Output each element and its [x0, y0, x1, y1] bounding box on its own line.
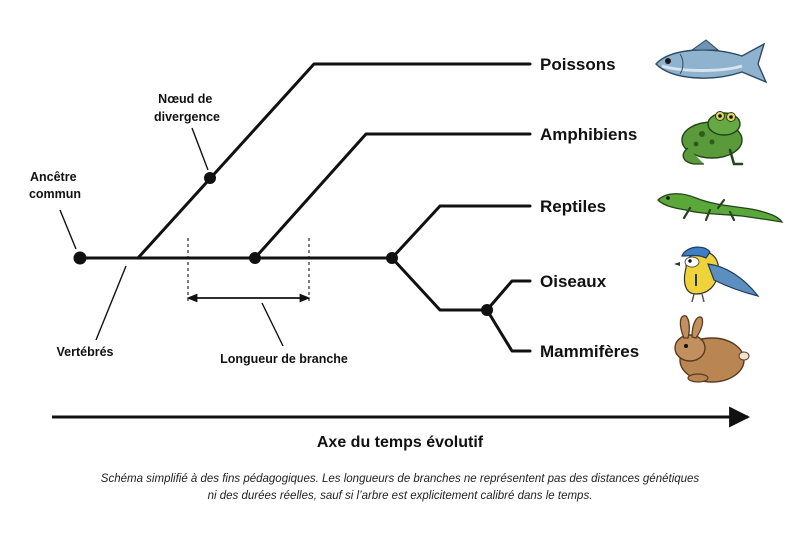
branch-length-label: Longueur de branche	[220, 352, 348, 366]
divergence-node-label-line2: divergence	[154, 110, 220, 124]
bird-mammal-branch	[390, 256, 489, 312]
amphibian-branch	[253, 132, 532, 260]
leader-lines	[59, 127, 284, 347]
divergence-node	[204, 172, 216, 184]
ancestor-label-line2: commun	[29, 187, 81, 201]
branch-length-measure	[186, 238, 311, 303]
ancestor-label-line1: Ancêtre	[30, 170, 77, 184]
caption-line2: ni des durées réelles, sauf si l’arbre e…	[207, 490, 593, 502]
frog-icon	[681, 111, 744, 166]
vertebrates-label: Vertébrés	[57, 345, 114, 359]
divergence-node-label-line1: Nœud de	[158, 92, 212, 106]
amphibian-node	[249, 252, 261, 264]
bird-branch	[485, 279, 532, 312]
mammal-branch	[485, 308, 532, 353]
bird-mammal-node	[481, 304, 493, 316]
node-leader	[191, 127, 209, 171]
reptile-branch	[390, 204, 532, 260]
ancestor-leader	[59, 209, 77, 250]
ancestor-node	[73, 251, 87, 265]
reptile-node	[386, 252, 398, 264]
lizard-icon	[657, 193, 784, 223]
taxon-label-fish: Poissons	[540, 55, 616, 74]
rabbit-icon	[674, 315, 750, 383]
axis-label: Axe du temps évolutif	[317, 434, 484, 451]
branch-length-leader	[261, 302, 284, 347]
ancestor-label: Ancêtre commun	[29, 170, 81, 201]
fish-icon	[655, 39, 768, 84]
caption: Schéma simplifié à des fins pédagogiques…	[40, 471, 760, 505]
vertebrates-leader	[95, 265, 127, 341]
tree-nodes	[73, 172, 493, 316]
taxon-label-birds: Oiseaux	[540, 272, 607, 291]
fish-branch	[136, 62, 532, 260]
taxon-label-reptiles: Reptiles	[540, 197, 606, 216]
taxon-label-mammals: Mammifères	[540, 342, 639, 361]
caption-line1: Schéma simplifié à des fins pédagogiques…	[100, 473, 700, 485]
taxon-label-amphibians: Amphibiens	[540, 125, 637, 144]
tree-branches	[78, 62, 532, 353]
divergence-node-label: Nœud de divergence	[154, 92, 220, 124]
bird-icon	[674, 246, 760, 303]
